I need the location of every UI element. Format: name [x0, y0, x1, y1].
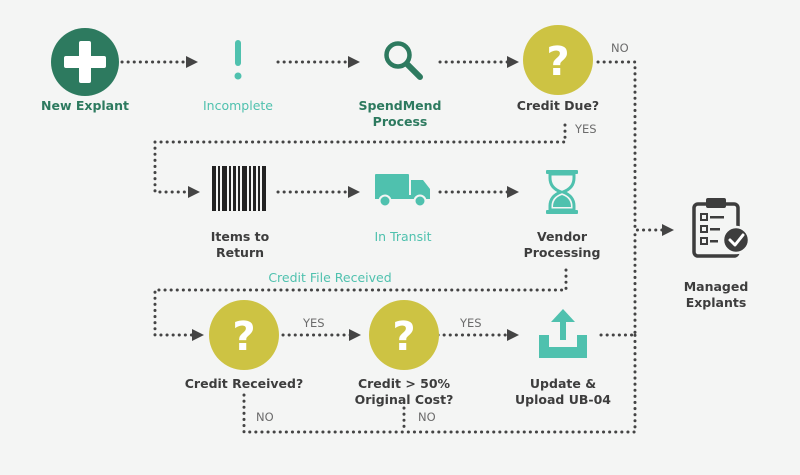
- label-line: Processing: [523, 245, 601, 260]
- exclamation-icon: [234, 40, 242, 80]
- connector-update-managed: [599, 228, 637, 337]
- label-managed-explants: Managed Explants: [666, 279, 766, 311]
- label-items-to-return: Items to Return: [190, 229, 290, 261]
- svg-text:?: ?: [392, 314, 415, 360]
- edge-label-no: NO: [256, 410, 274, 424]
- edge-label-no: NO: [418, 410, 436, 424]
- label-line: Vendor: [536, 229, 588, 244]
- connector-creditdue-yes-items: [153, 123, 567, 198]
- label-line: Process: [372, 114, 428, 129]
- label-line: Original Cost?: [354, 392, 454, 407]
- label-credit-received: Credit Received?: [184, 376, 304, 391]
- label-in-transit: In Transit: [374, 229, 432, 244]
- edge-label-yes: YES: [303, 316, 325, 330]
- label-credit-due: Credit Due?: [516, 98, 600, 113]
- clipboard-check-icon: [692, 198, 751, 258]
- edge-label-yes: YES: [460, 316, 482, 330]
- barcode-icon: [212, 166, 266, 211]
- label-line: Update &: [529, 376, 597, 391]
- svg-text:?: ?: [546, 39, 569, 85]
- label-line: Upload UB-04: [515, 392, 611, 407]
- plus-circle-icon: [51, 28, 119, 96]
- question-circle-icon: ?: [369, 300, 439, 370]
- label-credit-50: Credit > 50% Original Cost?: [339, 376, 469, 408]
- question-circle-icon: ?: [209, 300, 279, 370]
- hourglass-icon: [546, 170, 578, 214]
- label-line: Credit > 50%: [357, 376, 451, 391]
- truck-icon: [375, 174, 430, 208]
- edge-label-credit-file-received: Credit File Received: [268, 270, 392, 285]
- connector-received-no: [242, 333, 637, 434]
- svg-text:?: ?: [232, 314, 255, 360]
- label-incomplete: Incomplete: [203, 98, 273, 113]
- connector-creditdue-no-managed: [596, 60, 674, 236]
- label-update-upload: Update & Upload UB-04: [503, 376, 623, 408]
- label-line: Explants: [685, 295, 747, 310]
- upload-tray-icon: [539, 309, 587, 358]
- label-line: Items to: [210, 229, 270, 244]
- label-line: Managed: [683, 279, 749, 294]
- magnifier-icon: [384, 41, 423, 80]
- label-new-explant: New Explant: [41, 98, 129, 113]
- label-spendmend-process: SpendMend Process: [340, 98, 460, 130]
- question-circle-icon: ?: [523, 25, 593, 95]
- label-line: Return: [215, 245, 265, 260]
- label-line: SpendMend: [358, 98, 442, 113]
- edge-label-no: NO: [611, 41, 629, 55]
- connector-vendor-creditreceived: [153, 268, 568, 341]
- label-vendor-processing: Vendor Processing: [512, 229, 612, 261]
- edge-label-yes: YES: [575, 122, 597, 136]
